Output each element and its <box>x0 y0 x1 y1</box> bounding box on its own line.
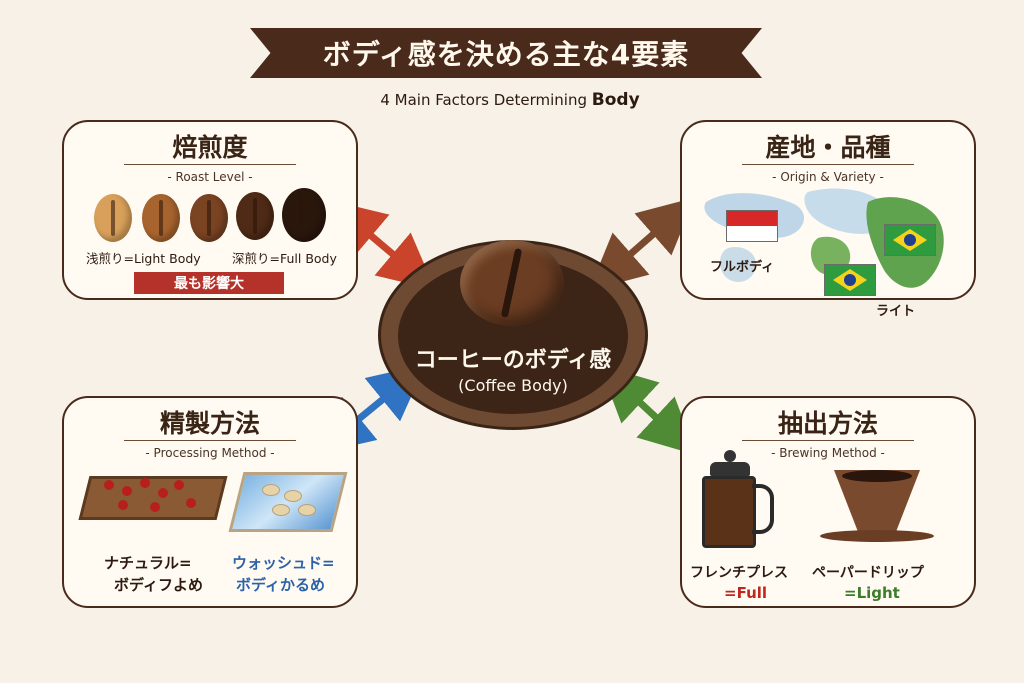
french-press-knob-icon <box>724 450 736 462</box>
center-subtitle: (Coffee Body) <box>458 376 568 395</box>
washing-channel-icon <box>228 472 348 532</box>
coffee-bean-icon <box>94 194 132 242</box>
origin-arrow <box>588 197 696 291</box>
brewing-subtitle: - Brewing Method - <box>771 446 885 460</box>
coffee-bean-icon <box>282 188 326 242</box>
brazil-flag-icon <box>884 224 936 256</box>
brewing-divider <box>742 440 914 441</box>
french-press-handle-icon <box>752 484 774 534</box>
coffee-bean-icon <box>460 240 564 326</box>
roast-title: 焙煎度 <box>172 133 248 162</box>
paper-drip-label: ペーパードリップ <box>812 565 924 581</box>
coffee-bean-icon <box>190 194 228 242</box>
green-bean-icon <box>284 490 302 502</box>
center-title: コーヒーのボディ感 <box>414 348 612 373</box>
coffee-cherry-icon <box>158 488 168 498</box>
impact-badge: 最も影響大 <box>134 272 284 294</box>
coffee-surface-icon <box>842 470 912 482</box>
coffee-cherry-icon <box>104 480 114 490</box>
coffee-bean-icon <box>142 194 180 242</box>
natural-label-line2: ボディフよめ <box>114 576 203 594</box>
roast-arrow <box>328 199 436 291</box>
subtitle: 4 Main Factors Determining Body <box>300 90 720 110</box>
origin-divider <box>742 164 914 165</box>
green-bean-icon <box>262 484 280 496</box>
dark-roast-label: 深煎り=Full Body <box>232 251 337 266</box>
origin-subtitle: - Origin & Variety - <box>772 170 884 184</box>
roast-subtitle: - Roast Level - <box>167 170 253 184</box>
origin-title: 産地・品種 <box>765 133 891 162</box>
roast-level-card: 焙煎度 - Roast Level - 浅煎り=Light Body 深煎り=F… <box>62 120 358 300</box>
light-roast-label: 浅煎り=Light Body <box>86 251 201 266</box>
green-bean-icon <box>272 504 290 516</box>
roast-divider <box>124 164 296 165</box>
processing-title: 精製方法 <box>159 409 260 438</box>
washed-label-line1: ウォッシュド= <box>232 554 335 572</box>
french-press-lid-icon <box>710 462 750 476</box>
french-press-value: =Full <box>724 584 768 602</box>
drying-bed-icon <box>78 476 228 520</box>
light-origin-label: ライト <box>876 304 916 319</box>
subtitle-text: 4 Main Factors Determining <box>380 91 592 109</box>
french-press-icon <box>702 476 756 548</box>
title-banner: ボディ感を決める主な4要素 <box>250 28 762 78</box>
natural-label-line1: ナチュラル= <box>104 554 192 572</box>
brewing-title: 抽出方法 <box>777 409 878 438</box>
paper-drip-value: =Light <box>844 584 900 602</box>
processing-divider <box>124 440 296 441</box>
full-body-origin-label: フルボディ <box>710 260 775 275</box>
processing-subtitle: - Processing Method - <box>145 446 275 460</box>
subtitle-emphasis: Body <box>591 90 640 110</box>
green-bean-icon <box>298 504 316 516</box>
coffee-cherry-icon <box>174 480 184 490</box>
coffee-cherry-icon <box>118 500 128 510</box>
brazil-flag-icon <box>824 264 876 296</box>
dripper-plate-icon <box>820 530 934 542</box>
coffee-cherry-icon <box>186 498 196 508</box>
coffee-cherry-icon <box>140 478 150 488</box>
french-press-label: フレンチプレス <box>690 565 788 581</box>
coffee-bean-icon <box>236 192 274 240</box>
coffee-cherry-icon <box>150 502 160 512</box>
brewing-arrow <box>599 364 697 456</box>
washed-label-line2: ボディかるめ <box>236 576 325 594</box>
indonesia-flag-icon <box>726 210 778 242</box>
coffee-cherry-icon <box>122 486 132 496</box>
